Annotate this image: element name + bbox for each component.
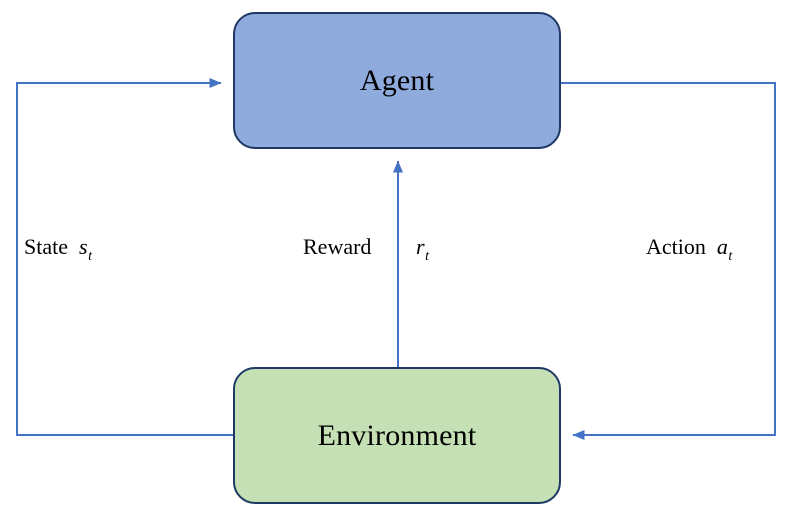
environment-node-label: Environment: [317, 418, 477, 452]
action-label-word: Action: [646, 234, 706, 259]
agent-node: Agent: [233, 12, 561, 149]
reward-edge-label: Reward: [303, 236, 371, 258]
agent-node-label: Agent: [359, 63, 435, 97]
state-connector: [16, 78, 233, 436]
reward-edge-symbol-group: rt: [416, 236, 429, 264]
state-label-subscript: t: [88, 248, 92, 264]
reward-label-word: Reward: [303, 234, 372, 259]
reward-label-subscript: t: [425, 248, 429, 264]
reward-label-symbol: r: [416, 234, 425, 259]
action-label-symbol: a: [716, 234, 728, 259]
action-connector: [561, 82, 776, 440]
action-label-subscript: t: [728, 248, 733, 264]
state-label-symbol: s: [79, 234, 88, 259]
environment-node: Environment: [233, 367, 561, 504]
state-label-word: State: [24, 234, 68, 259]
